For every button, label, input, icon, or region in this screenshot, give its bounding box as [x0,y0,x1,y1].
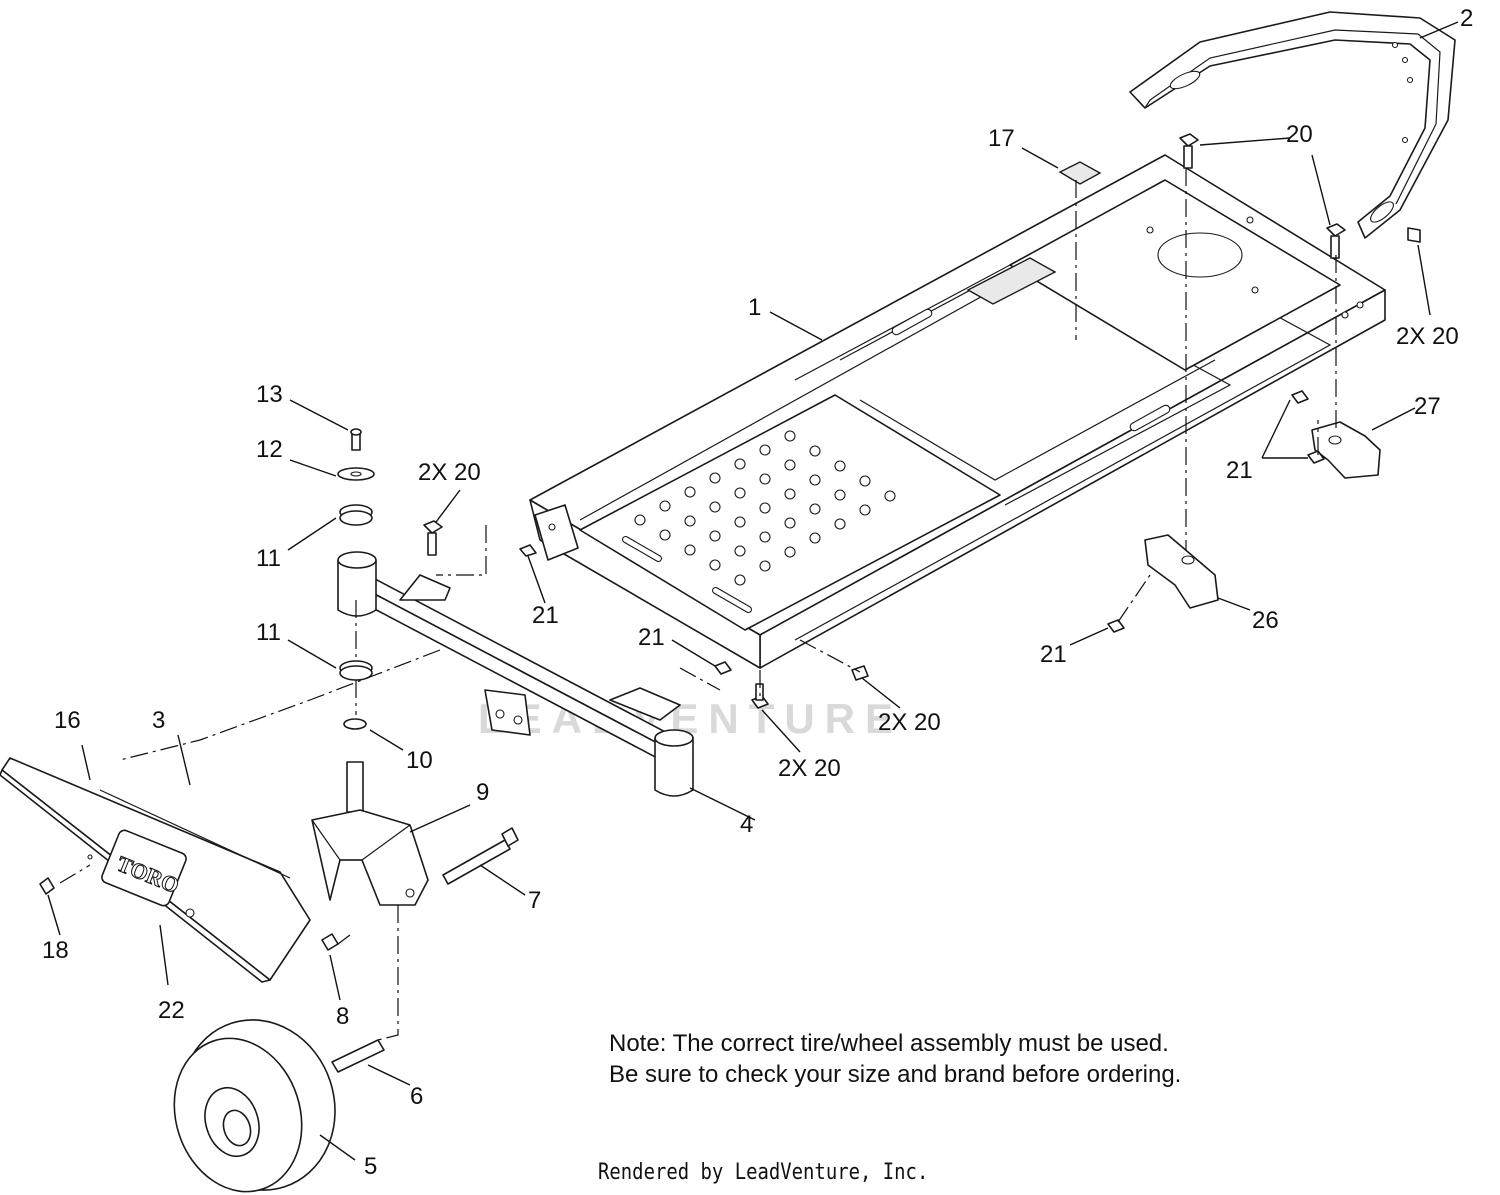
note-line-1: Note: The correct tire/wheel assembly mu… [609,1030,1169,1057]
callout-20-right: 2X 20 [1396,323,1459,350]
callout-13: 13 [256,381,283,408]
callout-21-lower: 21 [1040,641,1067,668]
fasteners [423,133,1421,709]
callout-5: 5 [364,1153,377,1180]
bracket-26 [1144,534,1219,609]
callout-26: 26 [1252,607,1279,634]
callout-20-lower: 2X 20 [778,755,841,782]
callout-11-lower: 11 [256,619,281,646]
callout-22: 22 [158,997,185,1024]
front-axle [337,551,694,797]
callout-21-left: 21 [532,602,559,629]
callout-18: 18 [42,937,69,964]
callout-12: 12 [256,436,283,463]
leader-lines [47,21,1459,1161]
callout-21-front: 21 [638,624,665,651]
handle-bar [1129,11,1456,239]
callout-16: 16 [54,707,81,734]
callout-4: 4 [740,811,753,838]
callout-10: 10 [406,747,433,774]
callout-21-right: 21 [1226,457,1253,484]
caster-wheel [173,1019,336,1193]
callout-1: 1 [748,294,761,321]
callout-20-front: 2X 20 [878,709,941,736]
callout-17: 17 [988,125,1015,152]
callout-8: 8 [336,1003,349,1030]
callout-7: 7 [528,887,541,914]
callout-labels: 1 2 3 4 5 6 7 8 9 10 11 11 12 13 16 17 1… [42,5,1473,1180]
callout-3: 3 [152,707,165,734]
assembly-lines [59,168,1337,1041]
callout-6: 6 [410,1083,423,1110]
callout-20-axle: 2X 20 [418,459,481,486]
wheel-spacer [331,1039,385,1073]
callout-20: 20 [1286,121,1313,148]
callout-27: 27 [1414,393,1441,420]
callout-9: 9 [476,779,489,806]
floor-plate-holes [634,430,896,586]
callout-2: 2 [1460,5,1473,32]
front-bumper: TORO [0,757,311,983]
callout-11-upper: 11 [256,545,281,572]
note-line-2: Be sure to check your size and brand bef… [609,1061,1182,1088]
main-frame [529,154,1386,669]
render-credit: Rendered by LeadVenture, Inc. [598,1160,929,1185]
caster-fork [311,761,429,906]
ordering-note: Note: The correct tire/wheel assembly mu… [609,1028,1181,1090]
bearing-stack [337,428,375,730]
decal-17 [1058,161,1102,185]
bracket-27 [1311,421,1381,479]
